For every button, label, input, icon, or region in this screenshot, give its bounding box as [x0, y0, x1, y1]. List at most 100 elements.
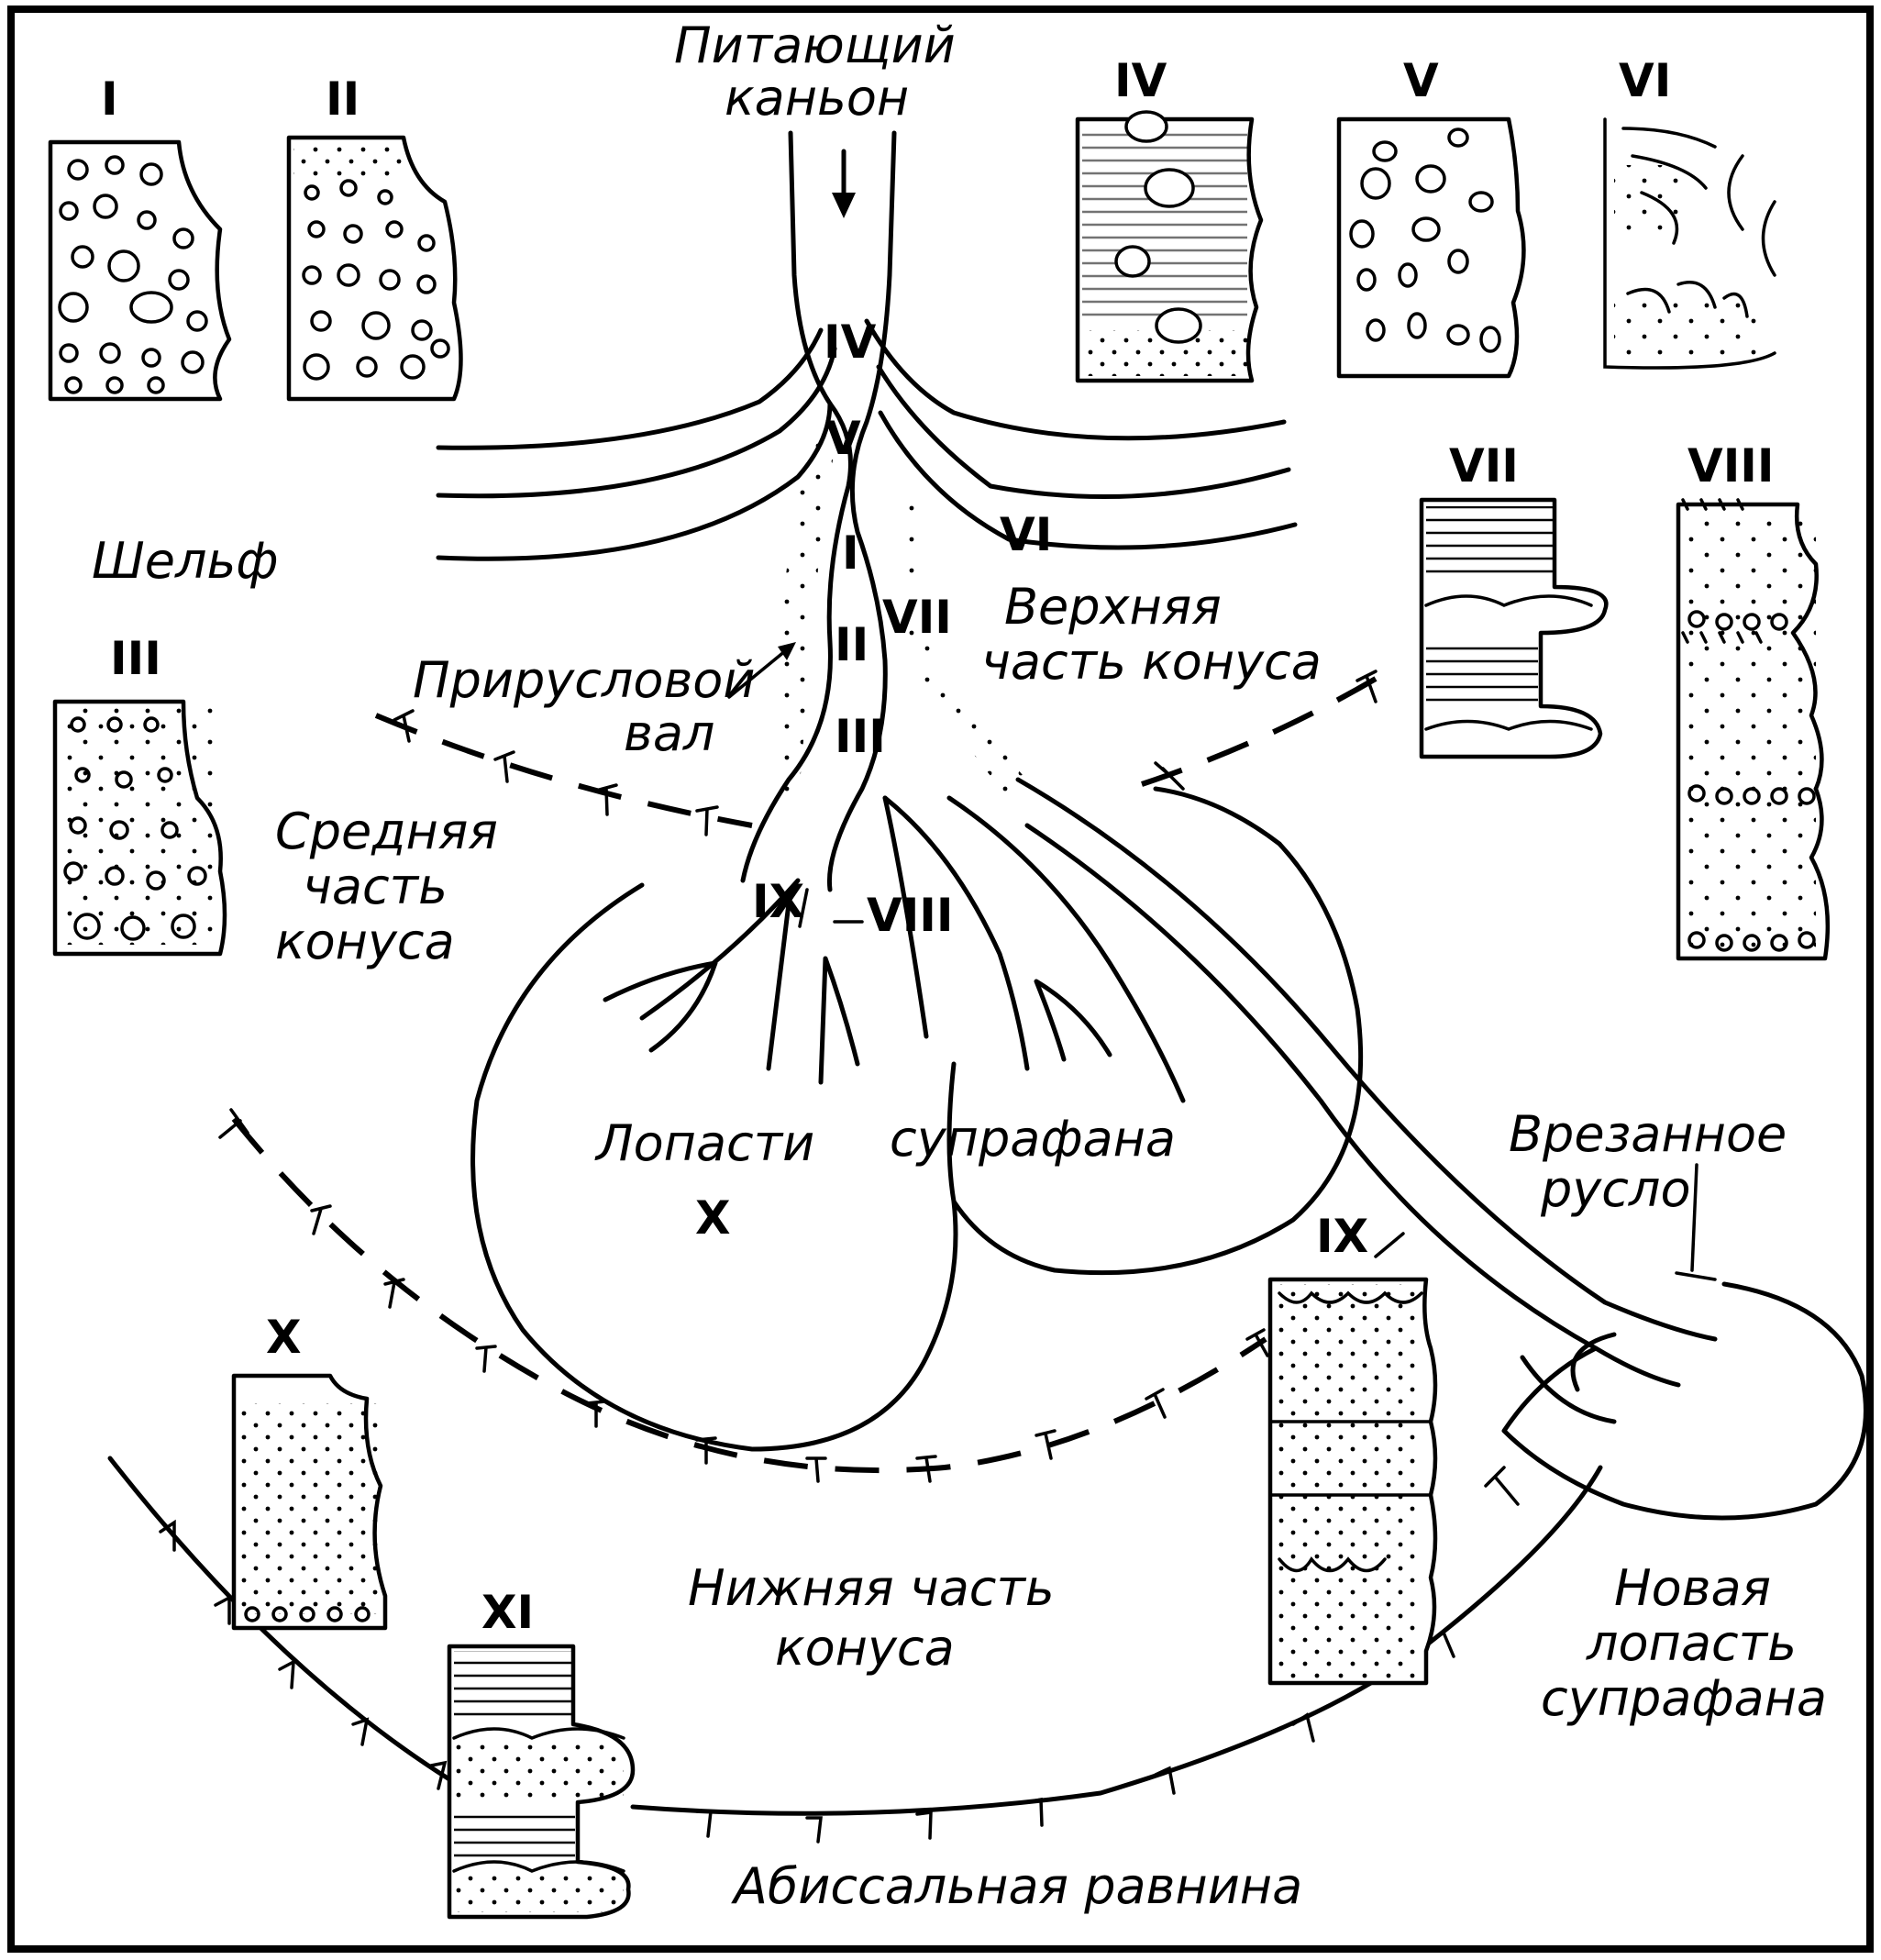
canyon-wall-right	[826, 130, 897, 892]
facies-ix-mark	[798, 888, 809, 928]
column-vii-lam-2	[1426, 642, 1538, 702]
column-vii-scour-2	[1424, 719, 1593, 731]
distributary-2	[603, 960, 718, 1053]
column-label-i: I	[101, 72, 118, 126]
lower-fan-boundary	[107, 1456, 452, 1782]
column-v	[1336, 116, 1526, 379]
column-label-ii: II	[326, 72, 360, 126]
column-vii-lam-1	[1426, 506, 1553, 580]
column-xi-scour-1	[452, 1727, 625, 1740]
column-label-vii: VII	[1449, 439, 1519, 493]
lobe-right	[951, 786, 1364, 1276]
map-facies-viii: VIII	[867, 889, 954, 942]
label-incised-1: Врезанное	[1509, 1105, 1787, 1163]
column-label-ix: IX	[1316, 1210, 1368, 1263]
label-levee-2: вал	[624, 704, 714, 762]
distributary-4	[818, 956, 860, 1085]
incised-pointer	[1675, 1163, 1717, 1281]
label-new-lobe-3: супрафана	[1541, 1669, 1827, 1727]
column-label-v: V	[1403, 54, 1439, 107]
column-iii-pebbles	[63, 716, 207, 941]
map-facies-vi: VI	[1000, 508, 1052, 561]
label-feeder-canyon-2: каньон	[725, 69, 909, 127]
incised-channel-upper	[1015, 777, 1718, 1342]
distributary-1	[639, 878, 801, 1021]
new-lobe-channel-1	[1570, 1332, 1617, 1392]
label-middle-fan-1: Средняя	[275, 803, 498, 860]
map-facies-x: X	[695, 1191, 731, 1245]
column-xi-lam-1	[454, 1651, 571, 1720]
column-ix-scour-2	[1278, 1556, 1387, 1573]
column-vi-sand-2	[1614, 303, 1761, 358]
map-facies-iv: IV	[824, 316, 877, 369]
incised-channel-lower	[1024, 823, 1681, 1388]
column-iv-lam	[1082, 128, 1247, 326]
map-facies-iii: III	[835, 710, 886, 763]
label-lobes-2: супрафана	[890, 1110, 1176, 1168]
column-ix-scour-1	[1278, 1290, 1423, 1304]
distributary-7	[1034, 979, 1112, 1062]
label-lower-fan-2: конуса	[775, 1619, 955, 1677]
shelf-contour-right-3	[878, 410, 1298, 550]
distributary-3	[766, 901, 791, 1071]
label-new-lobe-2: лопасть	[1586, 1614, 1797, 1672]
distributary-5	[882, 795, 929, 1039]
column-xi-sand-1	[454, 1743, 624, 1798]
label-incised-2: русло	[1540, 1160, 1690, 1218]
column-ii-pebbles	[302, 179, 450, 381]
column-label-x: X	[266, 1311, 302, 1364]
column-vi-fold-2	[1727, 154, 1776, 277]
label-levee-1: Прирусловой	[413, 651, 755, 709]
distributary-8	[946, 795, 1186, 1103]
column-vii-scour-1	[1424, 594, 1593, 607]
label-lower-fan-1: Нижняя часть	[688, 1559, 1055, 1617]
label-upper-fan-1: Верхняя	[1004, 578, 1222, 636]
shelf-contour-right-1	[864, 318, 1287, 441]
column-label-viii: VIII	[1687, 439, 1775, 493]
label-abyssal-plain: Абиссальная равнина	[731, 1857, 1302, 1915]
canyon-arrow-head	[832, 193, 856, 218]
new-lobe	[1501, 1281, 1868, 1521]
outer-frame	[7, 6, 1874, 1953]
label-lobes-1: Лопасти	[594, 1114, 814, 1172]
column-label-iv: IV	[1114, 54, 1167, 107]
lower-fan-boundary-right	[630, 1465, 1603, 1816]
column-i-pebbles	[58, 155, 208, 394]
map-labels: Питающий каньон Шельф Прирусловой вал Ве…	[92, 17, 1827, 1915]
levee-right	[900, 477, 1023, 798]
levee-left	[776, 431, 836, 816]
column-xi-lam-2	[454, 1807, 575, 1857]
map-facies-numerals: IV V VI I II III VII VIII IX X	[695, 316, 1052, 1245]
lobe-main	[470, 882, 958, 1452]
column-ix-pointer	[1374, 1232, 1405, 1258]
middle-fan-boundary-ticks	[218, 1108, 1269, 1483]
column-ix-bed-1	[1268, 1420, 1433, 1497]
map-facies-ix: IX	[752, 875, 804, 928]
column-vi-frame	[1603, 117, 1776, 370]
levee-pointer	[727, 645, 792, 699]
shelf-contour-right-2	[876, 364, 1291, 500]
upper-fan-boundary-right	[1141, 676, 1378, 787]
column-xi-scour-2	[452, 1860, 625, 1873]
shelf-contour-left-1	[436, 327, 824, 450]
column-label-vi: VI	[1619, 54, 1671, 107]
label-upper-fan-2: часть конуса	[981, 633, 1322, 691]
lower-fan-boundary-ticks	[159, 1466, 1520, 1844]
column-viii-pebbles	[1687, 610, 1816, 952]
middle-fan-boundary	[231, 1117, 1267, 1474]
column-v-clasts	[1349, 127, 1501, 353]
levee-pointer-head	[778, 642, 796, 660]
new-lobe-channel-2	[1520, 1355, 1617, 1424]
label-new-lobe-1: Новая	[1614, 1559, 1771, 1617]
column-iv-clasts	[1114, 110, 1202, 344]
label-shelf: Шельф	[92, 532, 278, 590]
column-label-xi: XI	[481, 1586, 534, 1639]
column-label-iii: III	[110, 632, 161, 685]
column-ii	[286, 135, 463, 402]
distributary-6	[882, 795, 1030, 1071]
map-facies-vii: VII	[882, 591, 952, 644]
map-facies-ii: II	[835, 618, 869, 671]
column-viii-erosion	[1681, 498, 1763, 644]
fan-map	[107, 130, 1868, 1844]
